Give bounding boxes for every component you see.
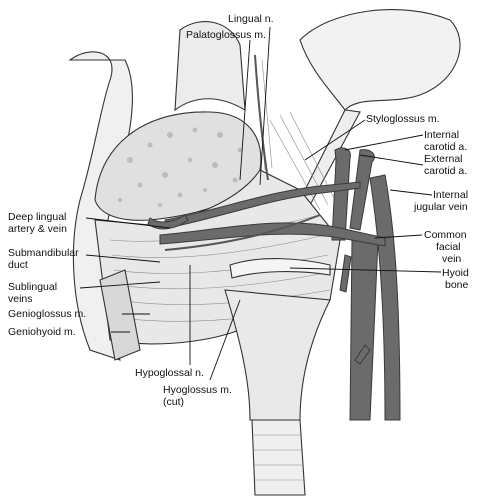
label-lingual-nerve: Lingual n. [228,13,274,25]
label-common-facial-2: facial [436,241,461,253]
label-internal-jugular-2: jugular vein [413,201,468,213]
mandible-section [99,269,141,361]
lingual-artery [164,181,361,229]
label-submandibular-1: Submandibular [8,247,79,259]
mandible-ramus [174,21,246,112]
label-styloglossus: Styloglossus m. [366,113,440,125]
leader-lines [79,26,442,381]
lingual-nerve [254,54,269,181]
label-sublingual-2: veins [8,293,33,305]
label-geniohyoid: Geniohyoid m. [8,326,76,338]
vessel-branch-2 [354,344,371,365]
label-submandibular-2: duct [8,259,28,271]
larynx [224,289,331,421]
labels: Lingual n. Palatoglossus m. Styloglossus… [8,13,469,408]
label-external-carotid-1: External [424,153,463,165]
tongue [94,111,262,221]
label-hyoid-2: bone [445,279,469,291]
label-hyoid-1: Hyoid [442,267,469,279]
tongue-texture [118,127,243,207]
label-internal-carotid-2: carotid a. [424,141,467,153]
vessel-branch-1 [339,254,352,293]
label-hypoglossal: Hypoglossal n. [135,367,204,379]
label-internal-carotid-1: Internal [424,129,459,141]
label-deep-lingual-2: artery & vein [8,223,67,235]
hypoglossal-nerve [164,214,321,251]
label-internal-jugular-1: Internal [433,189,468,201]
label-sublingual-1: Sublingual [8,281,57,293]
anatomy-drawing [68,9,461,496]
label-external-carotid-2: carotid a. [424,165,467,177]
common-facial-vein [159,222,386,247]
deep-lingual-vessels [147,214,189,230]
label-common-facial-1: Common [424,229,467,241]
label-common-facial-3: vein [442,253,461,265]
trachea [251,419,306,496]
skull-base [299,9,461,111]
label-hyoglossus-1: Hyoglossus m. [163,384,232,396]
hyoid [229,258,331,279]
internal-carotid [331,147,351,241]
external-carotid [349,149,375,231]
common-carotid [349,239,379,421]
label-deep-lingual-1: Deep lingual [8,211,66,223]
label-hyoglossus-2: (cut) [163,396,184,408]
label-palatoglossus: Palatoglossus m. [186,29,266,41]
label-genioglossus: Genioglossus m. [8,308,86,320]
